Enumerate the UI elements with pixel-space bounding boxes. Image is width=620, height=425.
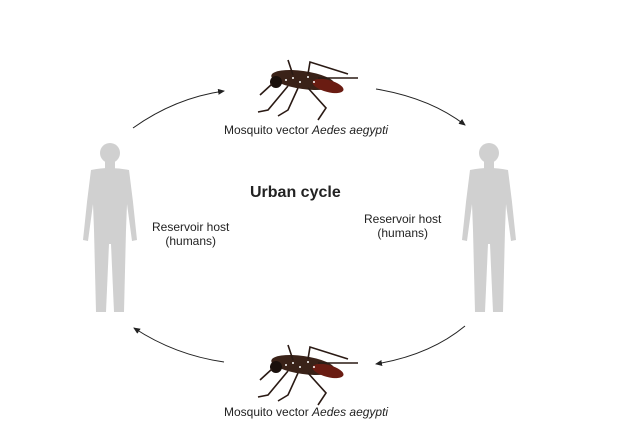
- mosquito-top-label: Mosquito vector Aedes aegypti: [224, 123, 389, 137]
- arrow-mosquito-to-host-left: [133, 327, 225, 363]
- host-right-label: Reservoir host(humans): [364, 212, 442, 240]
- diagram-title: Urban cycle: [250, 184, 341, 201]
- human-right-icon: [462, 143, 516, 312]
- arrow-host-to-mosquito-bottom: [375, 325, 466, 366]
- mosquito-top-icon: [257, 59, 359, 121]
- arrow-host-to-mosquito-top: [132, 88, 225, 129]
- host-left-label: Reservoir host(humans): [152, 220, 230, 248]
- arrow-mosquito-to-host-right: [375, 88, 466, 126]
- mosquito-bottom-label: Mosquito vector Aedes aegypti: [224, 405, 389, 419]
- mosquito-bottom-icon: [257, 344, 359, 406]
- human-left-icon: [83, 143, 137, 312]
